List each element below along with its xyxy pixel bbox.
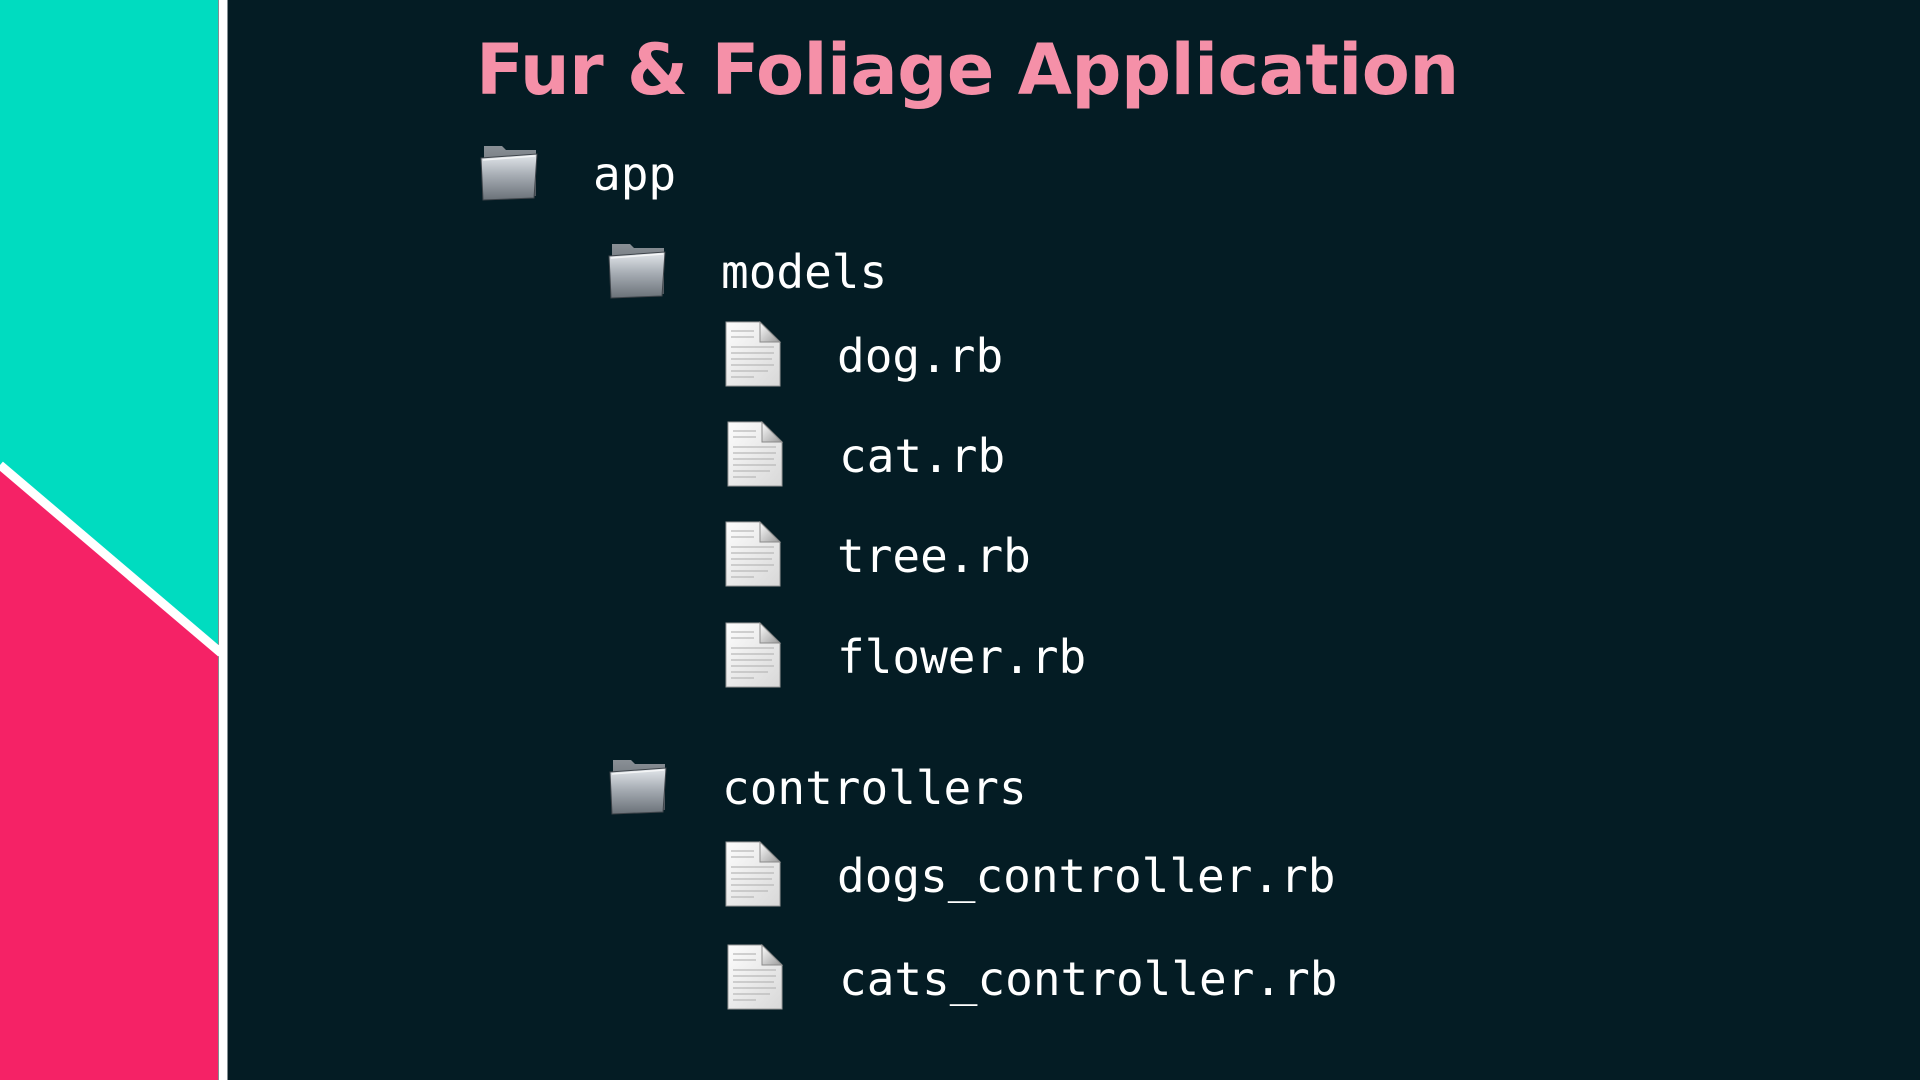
folder-icon: [478, 140, 540, 202]
folder-icon: [607, 754, 669, 816]
file-icon: [724, 321, 782, 387]
file-icon: [724, 521, 782, 587]
tree-item-label: dogs_controller.rb: [837, 849, 1336, 903]
page-title: Fur & Foliage Application: [476, 29, 1459, 111]
folder-icon: [606, 238, 668, 300]
tree-item-label: flower.rb: [837, 630, 1087, 684]
tree-item-label: cat.rb: [839, 429, 1006, 483]
decorative-side-panel: [0, 0, 232, 1080]
diagonal-white-stripe: [0, 461, 224, 657]
tree-item-label: cats_controller.rb: [839, 952, 1338, 1006]
file-icon: [724, 622, 782, 688]
file-icon: [724, 841, 782, 907]
file-icon: [726, 944, 784, 1010]
tree-item-label: dog.rb: [837, 329, 1004, 383]
tree-item-label: models: [721, 245, 888, 299]
tree-item-label: tree.rb: [837, 529, 1031, 583]
tree-item-label: app: [593, 147, 677, 201]
file-icon: [726, 421, 784, 487]
pink-shape: [0, 470, 218, 1080]
tree-item-label: controllers: [722, 761, 1027, 815]
teal-shape: [0, 0, 218, 655]
